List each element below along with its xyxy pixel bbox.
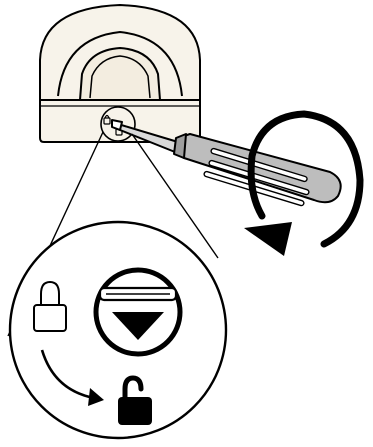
down-triangle-button-icon	[93, 267, 183, 357]
padlock-open-icon	[118, 375, 152, 425]
magnifier-callout	[8, 220, 228, 440]
curved-arrow-icon	[40, 349, 104, 406]
screwdriver-ferrule	[173, 133, 187, 159]
camera-window-inner	[89, 55, 151, 99]
camera-window	[79, 47, 161, 101]
screwdriver-grooves	[203, 147, 310, 207]
camera-dome-housing	[39, 4, 201, 143]
screwdriver-icon	[111, 119, 342, 207]
magnifier-source-circle	[100, 106, 136, 142]
padlock-closed-icon	[33, 280, 67, 332]
latch-triangle	[112, 312, 164, 340]
rotation-arrowhead	[244, 222, 292, 256]
rotate-clockwise-arrow-icon	[244, 110, 364, 256]
screwdriver-tip	[111, 119, 123, 131]
housing-band	[57, 31, 183, 97]
rotation-arc	[247, 110, 364, 248]
